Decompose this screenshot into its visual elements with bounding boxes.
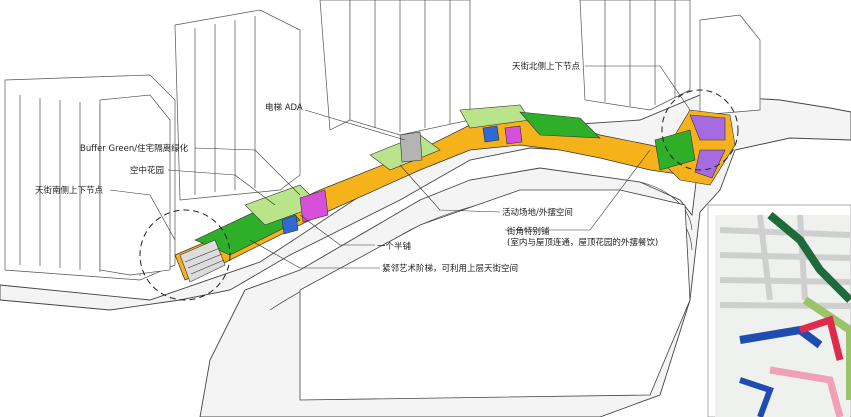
label-corner-shop: 街角特别铺 <box>507 226 550 237</box>
left-towers <box>4 74 176 281</box>
shop-magenta-2 <box>504 125 523 145</box>
green-roof-north <box>519 111 601 139</box>
label-half-level: 一个半铺 <box>377 241 412 252</box>
sky-street <box>174 104 691 283</box>
right-towers <box>579 0 761 116</box>
label-elevator: 电梯 ADA <box>265 102 303 113</box>
label-north-node: 天街北侧上下节点 <box>512 61 581 72</box>
elevator-core <box>399 131 423 163</box>
label-sky-garden: 空中花园 <box>130 165 164 176</box>
label-south-node: 天街南侧上下节点 <box>35 185 104 196</box>
central-plaza <box>299 189 691 401</box>
label-art-stair: 紧邻艺术阶梯，可利用上层天街空间 <box>382 263 518 274</box>
center-towers <box>174 0 471 201</box>
north-node-circle <box>661 89 739 171</box>
label-activity: 活动场地/外摆空间 <box>502 207 573 218</box>
shop-blue-1 <box>281 214 299 235</box>
leader-lines <box>109 65 691 269</box>
inset-key-map <box>707 204 851 417</box>
label-buffer-green: Buffer Green/住宅隔离绿化 <box>80 143 189 154</box>
south-node-circle <box>139 209 231 301</box>
label-corner-shop-note: (室内与屋顶连通，屋顶花园的外摆餐饮) <box>507 237 658 248</box>
shop-magenta-1 <box>299 189 329 223</box>
shop-blue-2 <box>482 125 500 143</box>
